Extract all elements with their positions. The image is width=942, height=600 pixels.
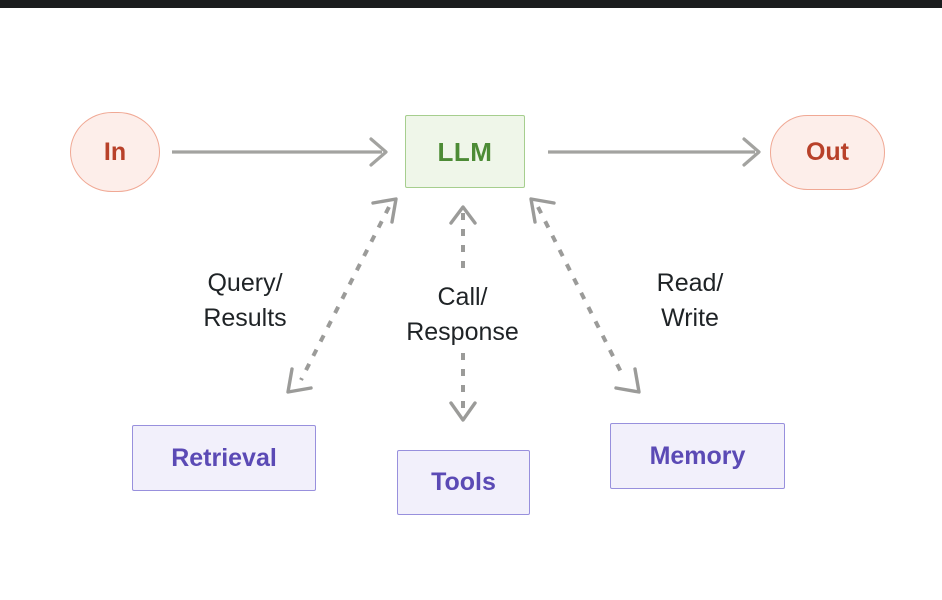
edge-label-retrieval-line2: Results [203, 303, 287, 332]
node-llm[interactable]: LLM [405, 115, 525, 188]
edge-label-memory-line1: Read/ [656, 269, 724, 297]
node-tools-label: Tools [431, 468, 496, 496]
window-top-bar [0, 0, 942, 8]
edge-in-to-llm [172, 137, 388, 167]
node-llm-label: LLM [437, 136, 493, 167]
node-retrieval[interactable]: Retrieval [132, 425, 316, 491]
node-input[interactable]: In [70, 112, 160, 192]
edge-label-memory-line2: Write [661, 303, 719, 332]
node-input-label: In [103, 137, 127, 166]
node-retrieval-label: Retrieval [171, 443, 277, 472]
edge-label-retrieval: Query/ Results [150, 266, 340, 335]
edge-label-retrieval-line1: Query/ [207, 269, 283, 297]
edge-label-memory: Read/ Write [600, 266, 780, 335]
diagram-canvas: In LLM Out Retrieval Tools Memory Query/… [0, 8, 942, 600]
edge-llm-to-out [548, 137, 761, 167]
node-memory-label: Memory [649, 441, 746, 470]
node-output-label: Out [805, 138, 850, 166]
node-output[interactable]: Out [770, 115, 885, 190]
node-memory[interactable]: Memory [610, 423, 785, 489]
edge-label-tools: Call/ Response [375, 280, 550, 349]
edge-label-tools-line1: Call/ [437, 283, 488, 311]
node-tools[interactable]: Tools [397, 450, 530, 515]
edge-label-tools-line2: Response [406, 317, 519, 346]
